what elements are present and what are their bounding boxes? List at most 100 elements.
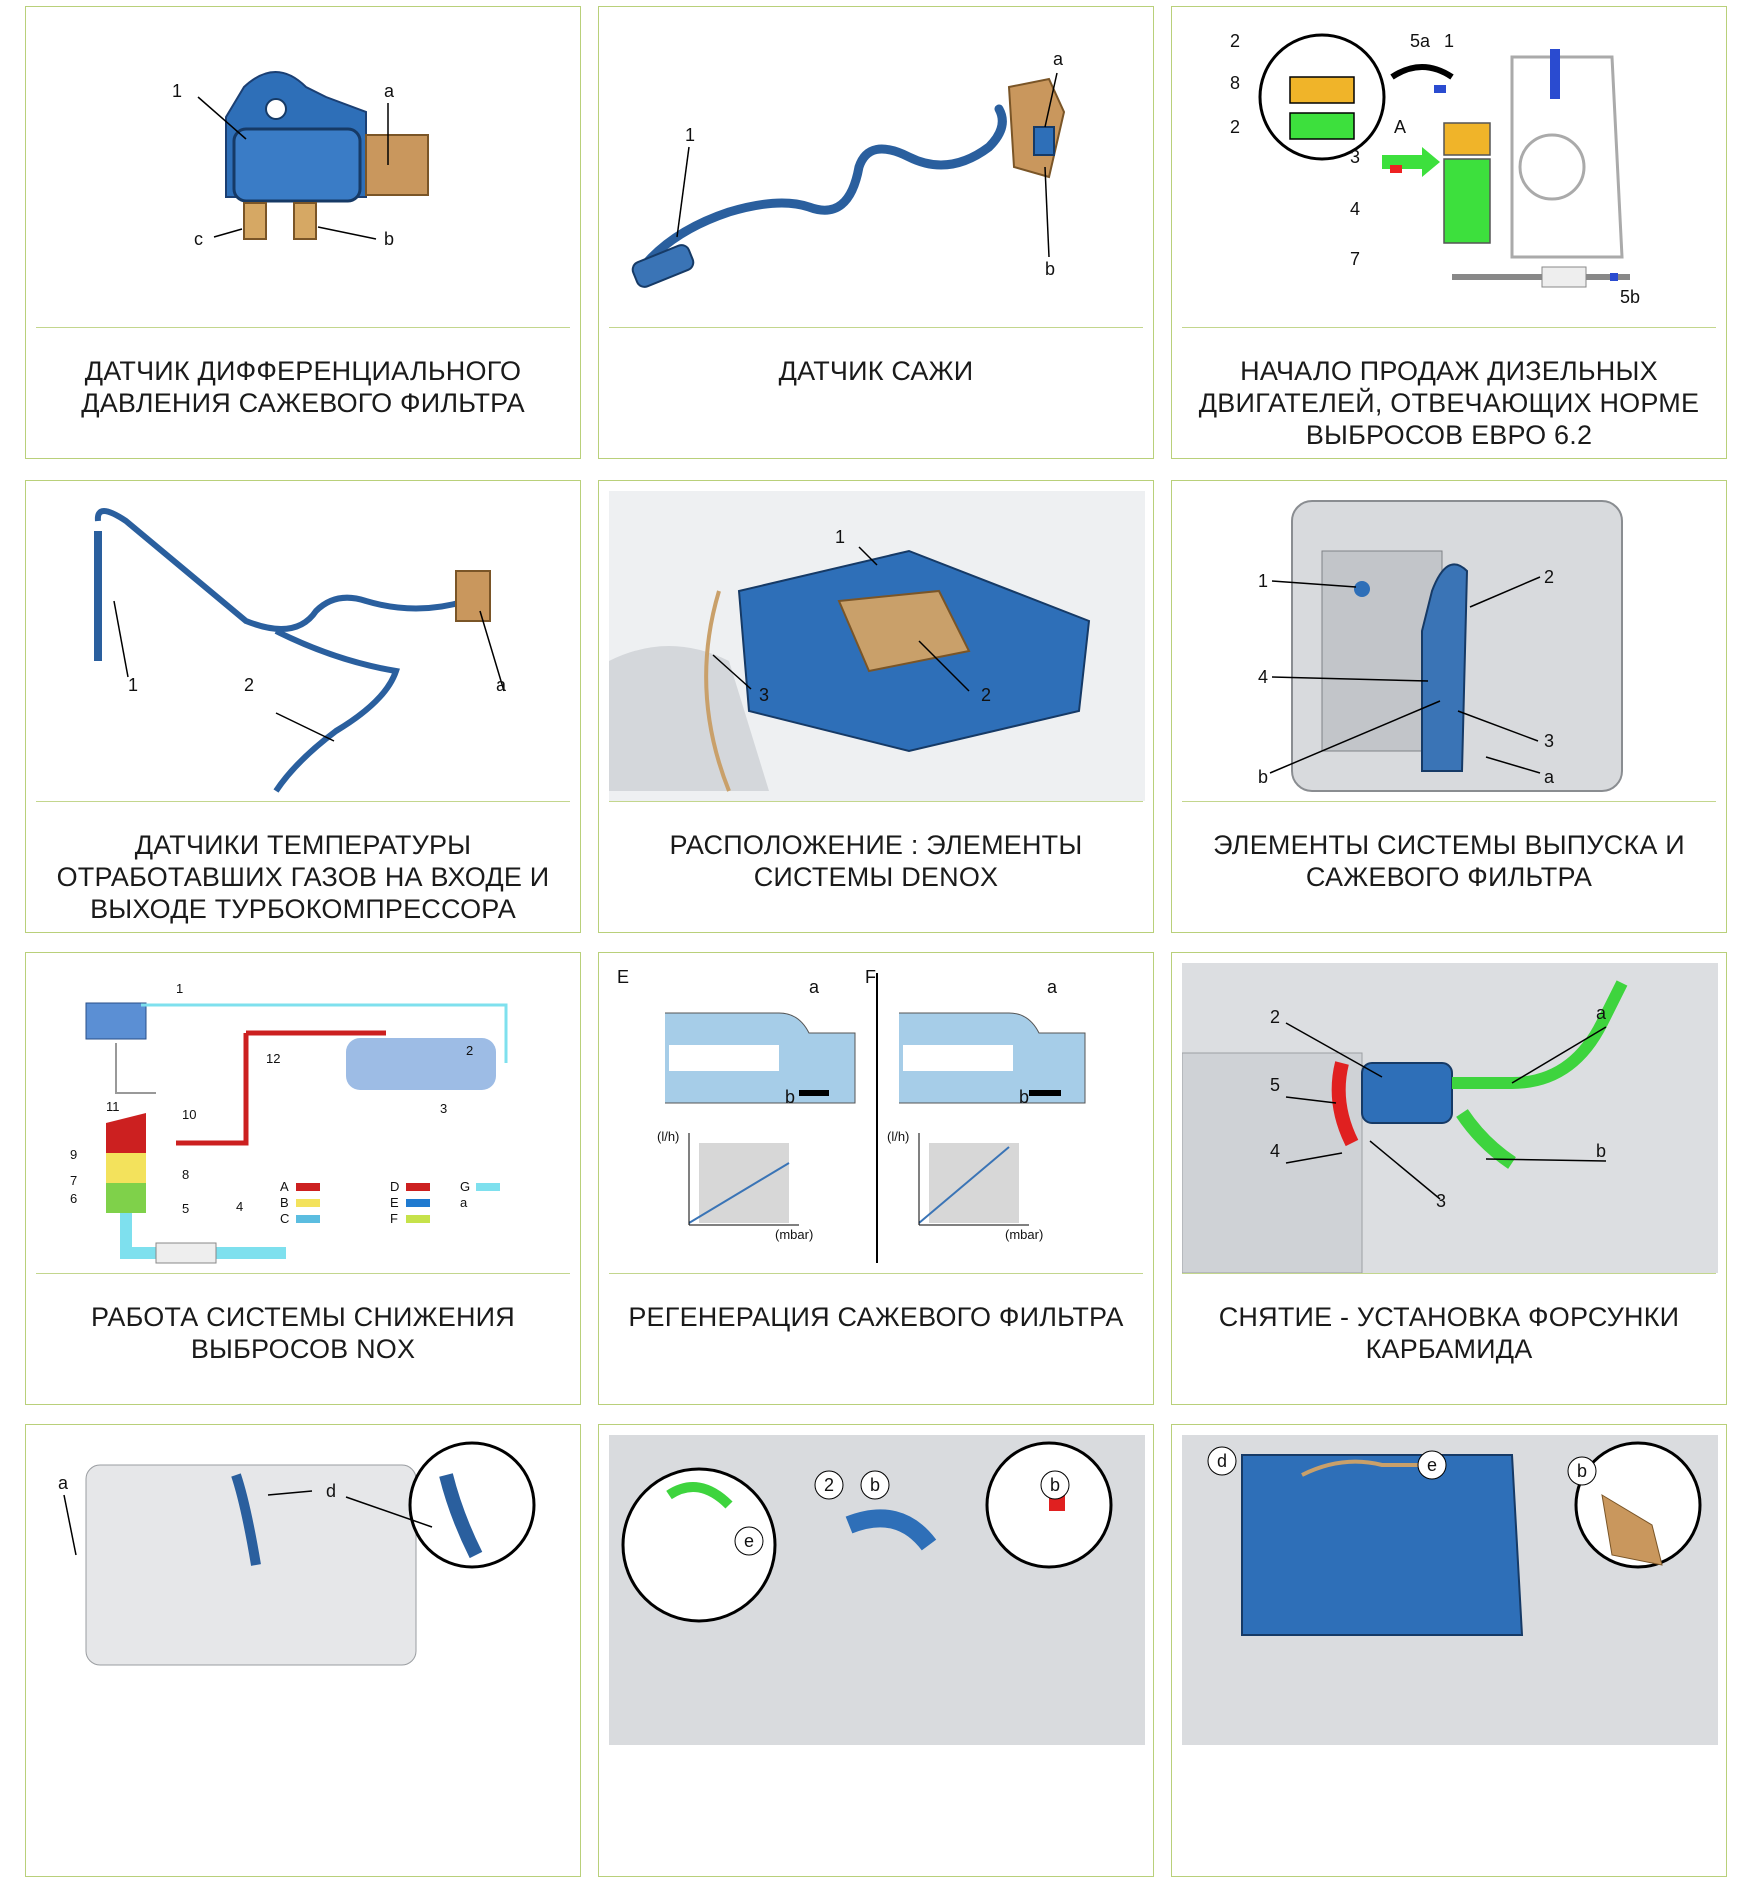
divider	[1182, 801, 1716, 802]
card-title: ДАТЧИК САЖИ	[611, 355, 1141, 387]
label-F: F	[865, 967, 876, 987]
card-row4-middle[interactable]: 2 b b e	[598, 1424, 1154, 1877]
card-nox-system-operation[interactable]: 1 2 12 11 10 9 8 7 6 5 4 3 A B C D E F G…	[25, 952, 581, 1405]
legend-B: B	[280, 1195, 289, 1210]
legend-C: C	[280, 1211, 289, 1226]
legend-D: D	[390, 1179, 399, 1194]
card-title: РЕГЕНЕРАЦИЯ САЖЕВОГО ФИЛЬТРА	[611, 1301, 1141, 1333]
legend-F: F	[390, 1211, 398, 1226]
label-a: a	[384, 81, 395, 101]
label-3: 3	[1350, 147, 1360, 167]
legend-A: A	[280, 1179, 289, 1194]
card-exhaust-temp-sensors[interactable]: 1 2 a ДАТЧИКИ ТЕМПЕРАТУРЫ ОТРАБОТАВШИХ Г…	[25, 480, 581, 933]
label-a: a	[1544, 767, 1555, 787]
label-2: 2	[824, 1475, 834, 1495]
illustration-soot-sensor: 1 a b	[609, 17, 1145, 327]
card-title: ДАТЧИК ДИФФЕРЕНЦИАЛЬНОГО ДАВЛЕНИЯ САЖЕВО…	[38, 355, 568, 419]
card-dpf-pressure-sensor[interactable]: 1 a b c ДАТЧИК ДИФФЕРЕНЦИАЛЬНОГО ДАВЛЕНИ…	[25, 6, 581, 459]
card-dpf-regeneration[interactable]: E F a b a b (l/h) (mbar) (l/h) (mbar) РЕ…	[598, 952, 1154, 1405]
label-b-detail: b	[1050, 1475, 1060, 1495]
card-row4-right[interactable]: d e b	[1171, 1424, 1727, 1877]
label-b: b	[1596, 1141, 1606, 1161]
card-soot-sensor[interactable]: 1 a b ДАТЧИК САЖИ	[598, 6, 1154, 459]
label-e: e	[1427, 1455, 1437, 1475]
label-A: A	[1394, 117, 1406, 137]
divider	[36, 801, 570, 802]
label-a-left: a	[809, 977, 820, 997]
illustration-pressure-sensor: 1 a b c	[36, 17, 572, 327]
card-euro-6-2-engines[interactable]: 2 8 2 5a 1 A 3 4 7 5b НАЧАЛО ПРОДАЖ ДИЗЕ…	[1171, 6, 1727, 459]
divider	[1182, 1273, 1716, 1274]
label-6: 6	[70, 1191, 77, 1206]
label-4: 4	[1270, 1141, 1280, 1161]
label-4: 4	[236, 1199, 243, 1214]
label-b-left: b	[785, 1087, 795, 1107]
card-title: РАБОТА СИСТЕМЫ СНИЖЕНИЯ ВЫБРОСОВ NOX	[38, 1301, 568, 1365]
label-b: b	[1258, 767, 1268, 787]
card-title: ЭЛЕМЕНТЫ СИСТЕМЫ ВЫПУСКА И САЖЕВОГО ФИЛЬ…	[1184, 829, 1714, 893]
label-11: 11	[106, 1099, 120, 1114]
label-a: a	[1053, 49, 1064, 69]
legend-a: a	[460, 1195, 468, 1210]
label-e: e	[744, 1531, 754, 1551]
label-2: 2	[466, 1043, 473, 1058]
divider	[36, 327, 570, 328]
label-d: d	[1217, 1451, 1227, 1471]
label-3: 3	[1436, 1191, 1446, 1211]
label-b-right: b	[1019, 1087, 1029, 1107]
label-12: 12	[266, 1051, 280, 1066]
axis-y-left: (l/h)	[657, 1129, 679, 1144]
legend-G: G	[460, 1179, 470, 1194]
label-1: 1	[835, 527, 845, 547]
divider	[36, 1273, 570, 1274]
card-denox-location[interactable]: 1 2 3 РАСПОЛОЖЕНИЕ : ЭЛЕМЕНТЫ СИСТЕМЫ DE…	[598, 480, 1154, 933]
axis-x-left: (mbar)	[775, 1227, 813, 1242]
illustration-row4-left: a d	[36, 1435, 572, 1745]
illustration-denox-tank: 1 2 3	[609, 491, 1145, 801]
label-3: 3	[1544, 731, 1554, 751]
label-b: b	[384, 229, 394, 249]
label-1: 1	[176, 981, 183, 996]
label-b: b	[870, 1475, 880, 1495]
label-1: 1	[1258, 571, 1268, 591]
label-8: 8	[182, 1167, 189, 1182]
label-c: c	[194, 229, 203, 249]
label-2: 2	[1270, 1007, 1280, 1027]
label-4: 4	[1258, 667, 1268, 687]
label-a-right: a	[1047, 977, 1058, 997]
label-b: b	[1577, 1461, 1587, 1481]
label-4: 4	[1350, 199, 1360, 219]
legend-E: E	[390, 1195, 399, 1210]
label-1: 1	[685, 125, 695, 145]
card-exhaust-system-elements[interactable]: 1 2 4 3 b a ЭЛЕМЕНТЫ СИСТЕМЫ ВЫПУСКА И С…	[1171, 480, 1727, 933]
label-8: 8	[1230, 73, 1240, 93]
card-row4-left[interactable]: a d	[25, 1424, 581, 1877]
label-5: 5	[182, 1201, 189, 1216]
label-1: 1	[1444, 31, 1454, 51]
label-2-bottom: 2	[1230, 117, 1240, 137]
illustration-nox-schematic: 1 2 12 11 10 9 8 7 6 5 4 3 A B C D E F G…	[36, 963, 572, 1273]
illustration-row4-right: d e b	[1182, 1435, 1718, 1745]
label-3: 3	[440, 1101, 447, 1116]
card-title: ДАТЧИКИ ТЕМПЕРАТУРЫ ОТРАБОТАВШИХ ГАЗОВ Н…	[38, 829, 568, 925]
label-10: 10	[182, 1107, 196, 1122]
card-urea-injector-removal[interactable]: 2 5 4 3 a b СНЯТИЕ - УСТАНОВКА ФОРСУНКИ …	[1171, 952, 1727, 1405]
label-2: 2	[244, 675, 254, 695]
label-b: b	[1045, 259, 1055, 279]
illustration-regeneration: E F a b a b (l/h) (mbar) (l/h) (mbar)	[609, 963, 1145, 1273]
illustration-urea-injector: 2 5 4 3 a b	[1182, 963, 1718, 1273]
label-a: a	[58, 1473, 69, 1493]
label-2: 2	[981, 685, 991, 705]
label-a: a	[496, 675, 507, 695]
label-7: 7	[1350, 249, 1360, 269]
divider	[1182, 327, 1716, 328]
axis-y-right: (l/h)	[887, 1129, 909, 1144]
divider	[609, 801, 1143, 802]
label-2: 2	[1544, 567, 1554, 587]
label-a: a	[1596, 1003, 1607, 1023]
label-5b: 5b	[1620, 287, 1640, 307]
axis-x-right: (mbar)	[1005, 1227, 1043, 1242]
label-2-top: 2	[1230, 31, 1240, 51]
label-1: 1	[128, 675, 138, 695]
divider	[609, 1273, 1143, 1274]
